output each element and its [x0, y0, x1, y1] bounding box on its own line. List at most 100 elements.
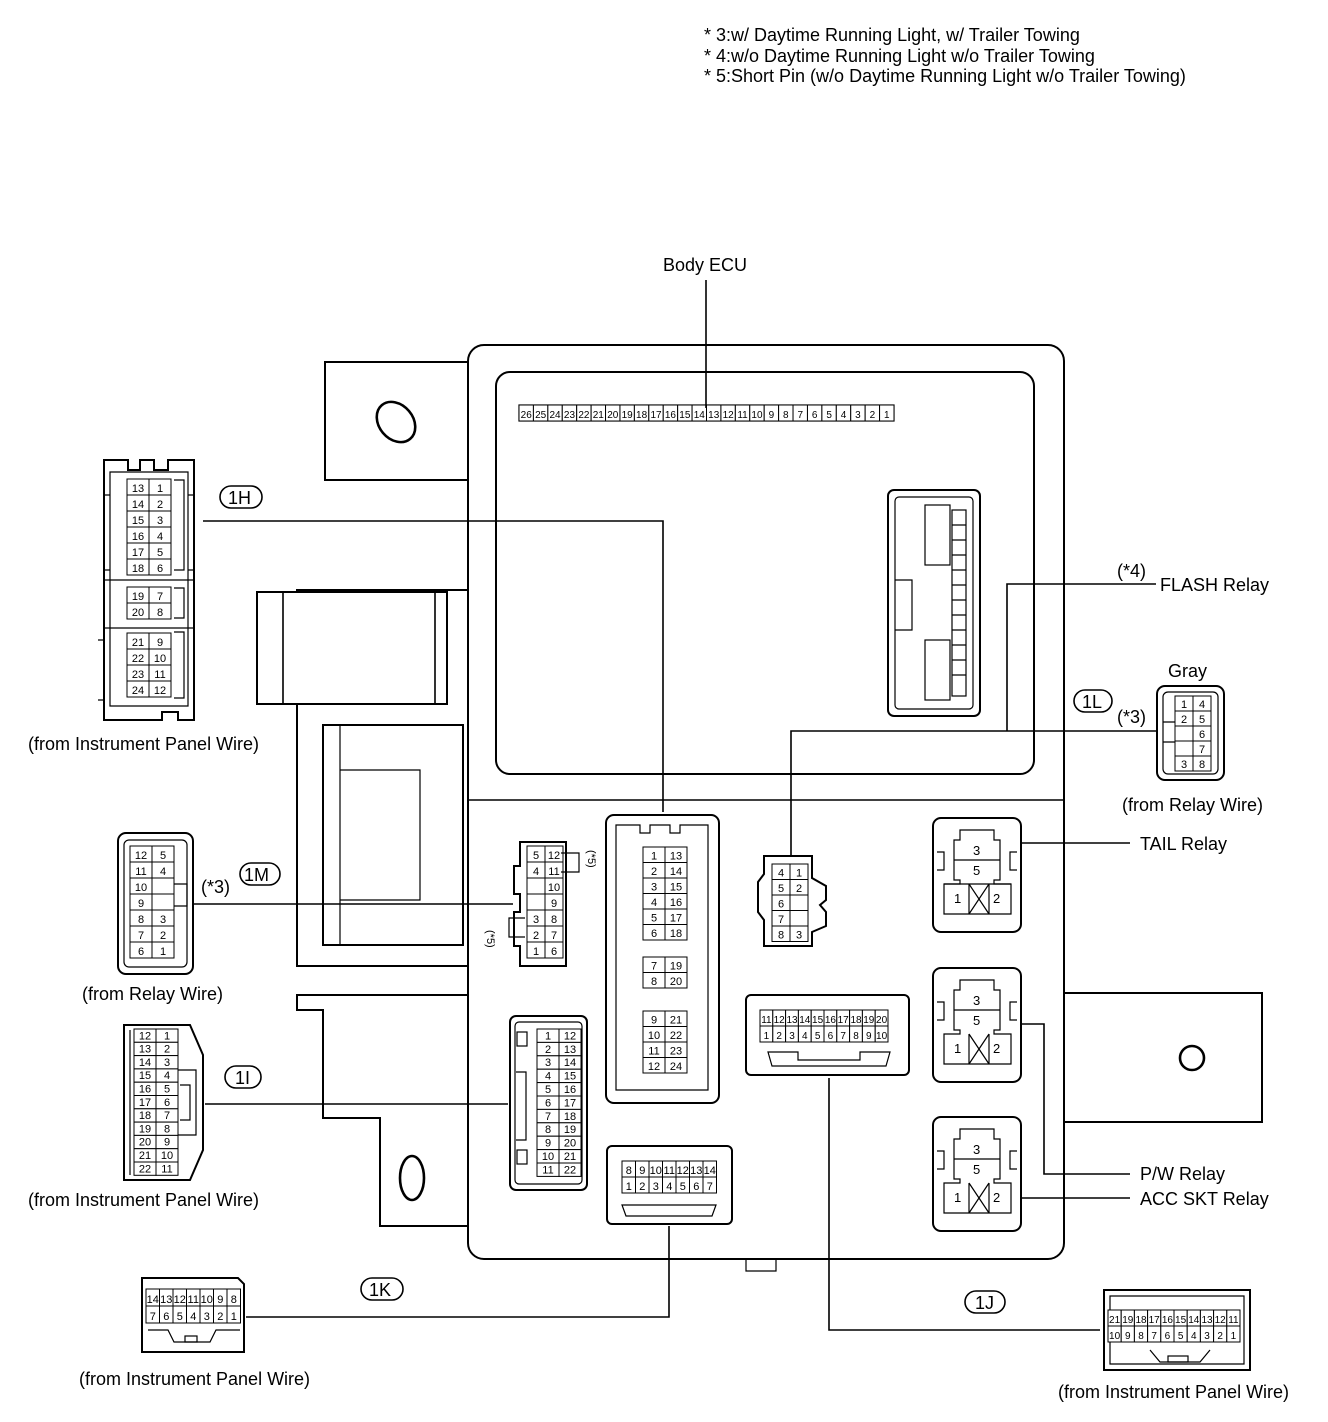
- svg-text:1J: 1J: [975, 1293, 994, 1313]
- note-3: * 3:w/ Daytime Running Light, w/ Trailer…: [704, 25, 1080, 45]
- f1I-pin-13: 13: [564, 1044, 576, 1056]
- caption-1J: (from Instrument Panel Wire): [1058, 1382, 1289, 1402]
- f1H-pin-10: 10: [648, 1030, 660, 1042]
- c1M-pin-1: 1: [160, 946, 166, 958]
- c1J-pin-19: 19: [1122, 1315, 1134, 1326]
- leader-1H: [203, 520, 664, 812]
- f1J-pin-16: 16: [825, 1015, 837, 1026]
- f1J-pin-6: 6: [828, 1031, 834, 1042]
- f1I-pin-1: 1: [545, 1030, 551, 1042]
- f1J-pin-12: 12: [774, 1015, 786, 1026]
- bubble-1K: 1K: [360, 1277, 404, 1301]
- acc-p2: 2: [993, 1190, 1000, 1205]
- body-ecu-label: Body ECU: [663, 255, 747, 275]
- ecu-pin-3: 3: [855, 410, 861, 421]
- tail-relay-socket: 3 5 1 2: [932, 817, 1022, 933]
- c1I-pin-4: 4: [164, 1070, 170, 1082]
- f1K-pin-8: 8: [626, 1165, 632, 1177]
- f1K-pin-7-cell: [702, 1176, 717, 1194]
- f1L-pin-4: 4: [778, 868, 784, 880]
- pw-p3: 3: [973, 993, 980, 1008]
- f1H-pin-5: 5: [651, 913, 657, 925]
- f1K-pin-5: 5: [680, 1181, 686, 1193]
- f1J-pin-11: 11: [761, 1015, 772, 1026]
- star3-1M: (*3): [201, 877, 230, 897]
- f1K-pin-11: 11: [664, 1165, 675, 1177]
- f1H-pin-21: 21: [670, 1015, 682, 1027]
- svg-text:1K: 1K: [369, 1280, 391, 1300]
- ecu-pin-21: 21: [593, 410, 605, 421]
- f1L-pin-5: 5: [778, 883, 784, 895]
- c1L-pin-2: 2: [1181, 714, 1187, 726]
- c1J-pin-8: 8: [1138, 1331, 1144, 1342]
- flash-star4: (*4): [1117, 561, 1146, 581]
- f1K-pin-6: 6: [693, 1181, 699, 1193]
- caption-1M: (from Relay Wire): [82, 984, 223, 1004]
- c1J-pin-21: 21: [1109, 1315, 1121, 1326]
- pw-p2: 2: [993, 1041, 1000, 1056]
- ecu-pin-23: 23: [564, 410, 576, 421]
- c1K-pin-13: 13: [160, 1294, 172, 1306]
- f1J-pin-4: 4: [802, 1031, 808, 1042]
- c1H-pin-13: 13: [132, 483, 144, 495]
- c1H-pin-8: 8: [157, 607, 163, 619]
- c1J-pin-6: 6: [1165, 1331, 1171, 1342]
- c1I-pin-16: 16: [139, 1084, 151, 1096]
- f1J-pin-7: 7: [840, 1031, 846, 1042]
- c1H-pin-6: 6: [157, 563, 163, 575]
- f1L-pin-1: 1: [796, 868, 802, 880]
- f1H-pin-18: 18: [670, 928, 682, 940]
- f1H-pin-12: 12: [648, 1061, 660, 1073]
- c1I-pin-14: 14: [139, 1057, 151, 1069]
- c1I-pin-7: 7: [164, 1110, 170, 1122]
- f1K-pin-12: 12: [677, 1165, 689, 1177]
- c1L-pin-blank-cell: [1174, 725, 1194, 742]
- c1K-pin-14: 14: [147, 1294, 159, 1306]
- f1K-pin-1: 1: [626, 1181, 632, 1193]
- f1H-pin-7: 7: [651, 961, 657, 973]
- caption-1I: (from Instrument Panel Wire): [28, 1190, 259, 1210]
- ecu-pin-19: 19: [622, 410, 634, 421]
- c1K-pin-3: 3: [204, 1311, 210, 1323]
- tail-p2: 2: [993, 891, 1000, 906]
- star3-1L: (*3): [1117, 707, 1146, 727]
- c1H-pin-20: 20: [132, 607, 144, 619]
- ecu-pin-8: 8: [783, 410, 789, 421]
- ecu-pin-9: 9: [769, 410, 775, 421]
- f1M-pin-11: 11: [548, 866, 559, 878]
- c1H-pin-12: 12: [154, 685, 166, 697]
- tail-p3: 3: [973, 843, 980, 858]
- c1I-pin-8: 8: [164, 1123, 170, 1135]
- c1M-pin-4: 4: [160, 866, 166, 878]
- c1I-pin-19: 19: [139, 1123, 151, 1135]
- c1H-pin-11: 11: [154, 669, 165, 681]
- pw-relay-label: P/W Relay: [1140, 1164, 1225, 1184]
- flash-relay-socket: [887, 489, 981, 717]
- c1K-pin-7: 7: [150, 1311, 156, 1323]
- c1M-pin-6: 6: [138, 946, 144, 958]
- ecu-pin-1: 1: [884, 410, 890, 421]
- c1M-pin-7: 7: [138, 930, 144, 942]
- f1I-pin-4: 4: [545, 1071, 551, 1083]
- c1M-pin-8: 8: [138, 914, 144, 926]
- f1L-pin-3-cell: [789, 925, 809, 942]
- block-body: [256, 344, 1263, 1272]
- c1J-pin-4: 4: [1191, 1331, 1197, 1342]
- ecu-pin-10: 10: [751, 410, 763, 421]
- ecu-pin-6: 6: [812, 410, 818, 421]
- acc-p1: 1: [954, 1190, 961, 1205]
- bubble-1L: 1L: [1073, 689, 1113, 713]
- c1K-pin-8: 8: [231, 1294, 237, 1306]
- c1H-pin-12-cell: [148, 680, 172, 698]
- c1H-pin-9: 9: [157, 637, 163, 649]
- f1J-pin-17: 17: [838, 1015, 850, 1026]
- c1I-pin-5: 5: [164, 1084, 170, 1096]
- f1H-pin-4: 4: [651, 897, 657, 909]
- ecu-pin-25: 25: [535, 410, 547, 421]
- c1J-pin-9: 9: [1125, 1331, 1131, 1342]
- f1M-pin-5: 5: [533, 850, 539, 862]
